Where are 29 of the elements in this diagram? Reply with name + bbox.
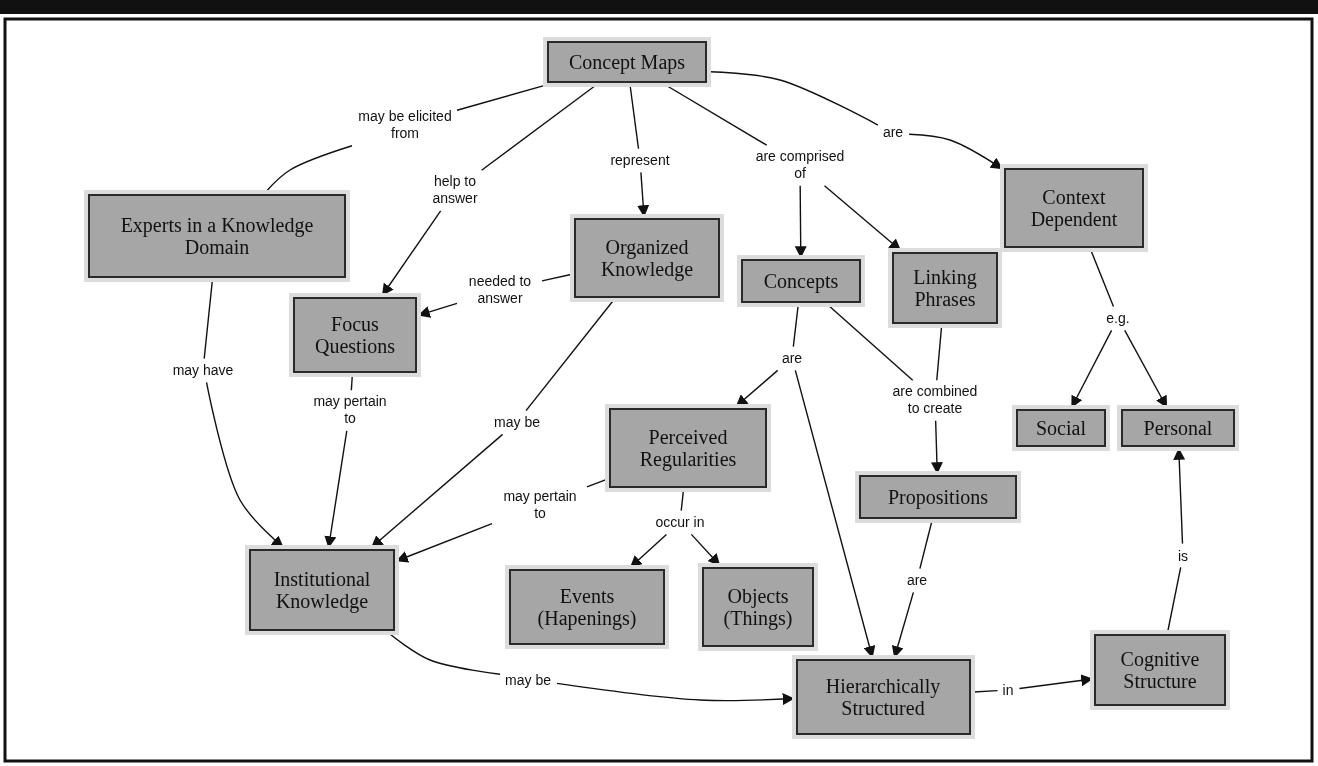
connector-line (919, 521, 933, 570)
connector-line (972, 689, 999, 693)
connector-line (828, 305, 914, 381)
arrow (371, 433, 504, 548)
connector-line (680, 490, 685, 512)
connector-line (1167, 566, 1182, 632)
connector-line (389, 633, 501, 675)
arrow (556, 682, 795, 706)
connector-line (666, 85, 768, 146)
connector-line (350, 375, 353, 391)
arrow (908, 133, 1003, 170)
connector-line (480, 85, 596, 171)
connector-line (203, 280, 213, 360)
connector-line (456, 84, 545, 111)
arrow (690, 533, 721, 566)
connector-line (792, 305, 799, 348)
arrow (205, 381, 284, 548)
connector-line (264, 145, 353, 193)
connector-line (541, 273, 572, 282)
connector-line (709, 71, 879, 126)
arrow (735, 369, 779, 407)
arrow (823, 185, 902, 251)
connector-line (1090, 250, 1115, 308)
connector-line (629, 85, 640, 150)
arrow (381, 210, 442, 296)
arrow (629, 533, 668, 568)
connector-line (936, 326, 943, 381)
connector-line (525, 300, 614, 412)
connector-line (586, 478, 607, 488)
